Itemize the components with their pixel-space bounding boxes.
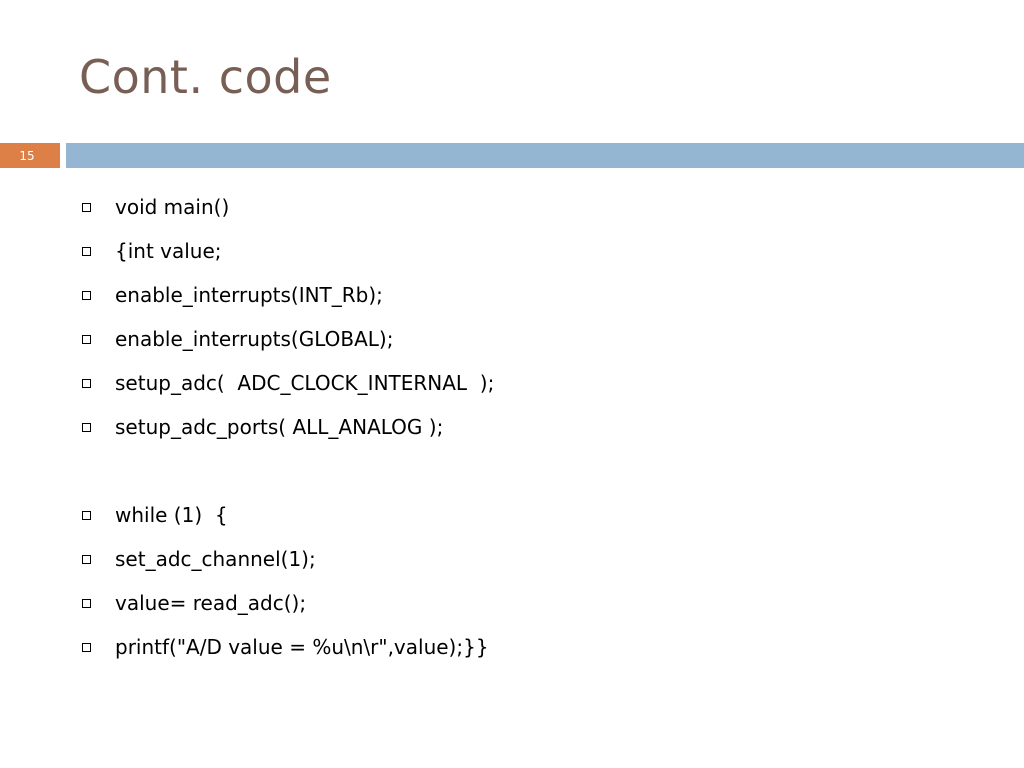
code-line: setup_adc_ports( ALL_ANALOG ); xyxy=(115,415,444,439)
slide-title: Cont. code xyxy=(79,50,332,104)
slide-number-badge: 15 xyxy=(0,143,60,168)
list-item: {int value; xyxy=(80,229,494,273)
list-item: setup_adc( ADC_CLOCK_INTERNAL ); xyxy=(80,361,494,405)
code-line: set_adc_channel(1); xyxy=(115,547,316,571)
hollow-square-icon xyxy=(82,598,91,608)
hollow-square-icon xyxy=(82,334,91,344)
list-item: printf("A/D value = %u\n\r",value);}} xyxy=(80,625,494,669)
code-line: {int value; xyxy=(115,239,222,263)
list-item: void main() xyxy=(80,185,494,229)
list-item: set_adc_channel(1); xyxy=(80,537,494,581)
hollow-square-icon xyxy=(82,510,91,520)
list-item: value= read_adc(); xyxy=(80,581,494,625)
list-item: setup_adc_ports( ALL_ANALOG ); xyxy=(80,405,494,449)
list-item: while (1) { xyxy=(80,493,494,537)
code-bullet-list: void main() {int value; enable_interrupt… xyxy=(80,185,494,669)
code-line: void main() xyxy=(115,195,230,219)
hollow-square-icon xyxy=(82,554,91,564)
header-divider-bar xyxy=(66,143,1024,168)
hollow-square-icon xyxy=(82,422,91,432)
hollow-square-icon xyxy=(82,378,91,388)
hollow-square-icon xyxy=(82,246,91,256)
code-line: enable_interrupts(GLOBAL); xyxy=(115,327,394,351)
hollow-square-icon xyxy=(82,642,91,652)
code-line: printf("A/D value = %u\n\r",value);}} xyxy=(115,635,489,659)
slide-number: 15 xyxy=(19,148,35,163)
code-line: enable_interrupts(INT_Rb); xyxy=(115,283,383,307)
code-line: setup_adc( ADC_CLOCK_INTERNAL ); xyxy=(115,371,495,395)
hollow-square-icon xyxy=(82,290,91,300)
list-item: enable_interrupts(INT_Rb); xyxy=(80,273,494,317)
list-spacer xyxy=(80,449,494,493)
code-line: while (1) { xyxy=(115,503,228,527)
hollow-square-icon xyxy=(82,202,91,212)
code-line: value= read_adc(); xyxy=(115,591,307,615)
list-item: enable_interrupts(GLOBAL); xyxy=(80,317,494,361)
